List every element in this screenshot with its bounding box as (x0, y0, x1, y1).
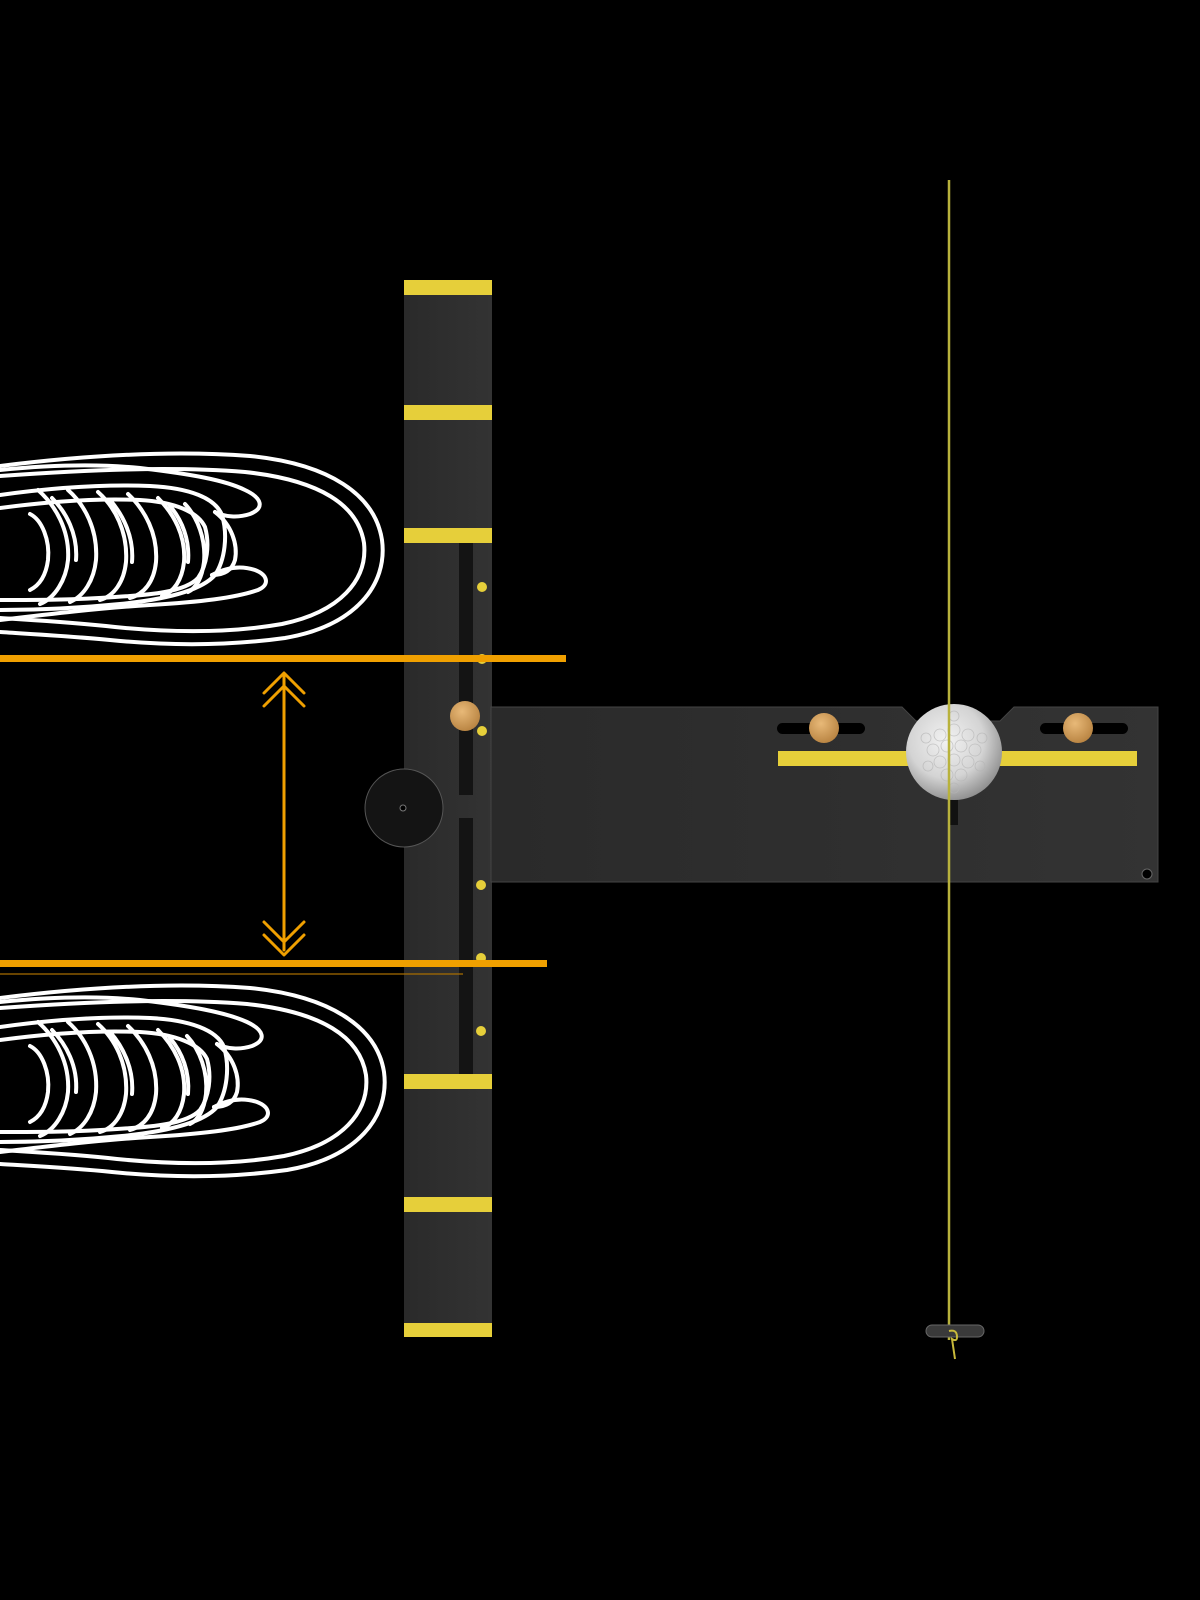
horizontal-alignment-board (490, 706, 1159, 883)
board-stripe (404, 280, 492, 295)
golf-ball (906, 704, 1002, 800)
horizontal-board-peg-right (1063, 713, 1093, 743)
string-tail (948, 1329, 959, 1360)
pivot-hinge (364, 768, 444, 848)
right-shoe-outline (0, 983, 387, 1179)
vertical-alignment-board (404, 280, 492, 1337)
corner-hole (1141, 868, 1153, 880)
stance-width-markers (0, 655, 566, 975)
upper-adjust-slot (459, 543, 473, 795)
board-stripe (404, 1197, 492, 1212)
left-shoe-outline (0, 451, 385, 647)
upper-stance-line (0, 655, 566, 662)
slot-dot (477, 726, 487, 736)
horizontal-board-peg-left (809, 713, 839, 743)
vertical-board-peg (450, 701, 480, 731)
ball-notch (950, 800, 958, 825)
lower-adjust-slot (459, 818, 473, 1074)
board-stripe (404, 528, 492, 543)
hinge-pin (399, 804, 407, 812)
board-stripe (404, 1074, 492, 1089)
board-stripe (404, 1323, 492, 1337)
board-stripe (404, 405, 492, 420)
slot-dot (476, 1026, 486, 1036)
slot-dot (477, 582, 487, 592)
slot-dot (476, 880, 486, 890)
lower-stance-line (0, 960, 547, 967)
double-headed-arrow (262, 671, 306, 957)
